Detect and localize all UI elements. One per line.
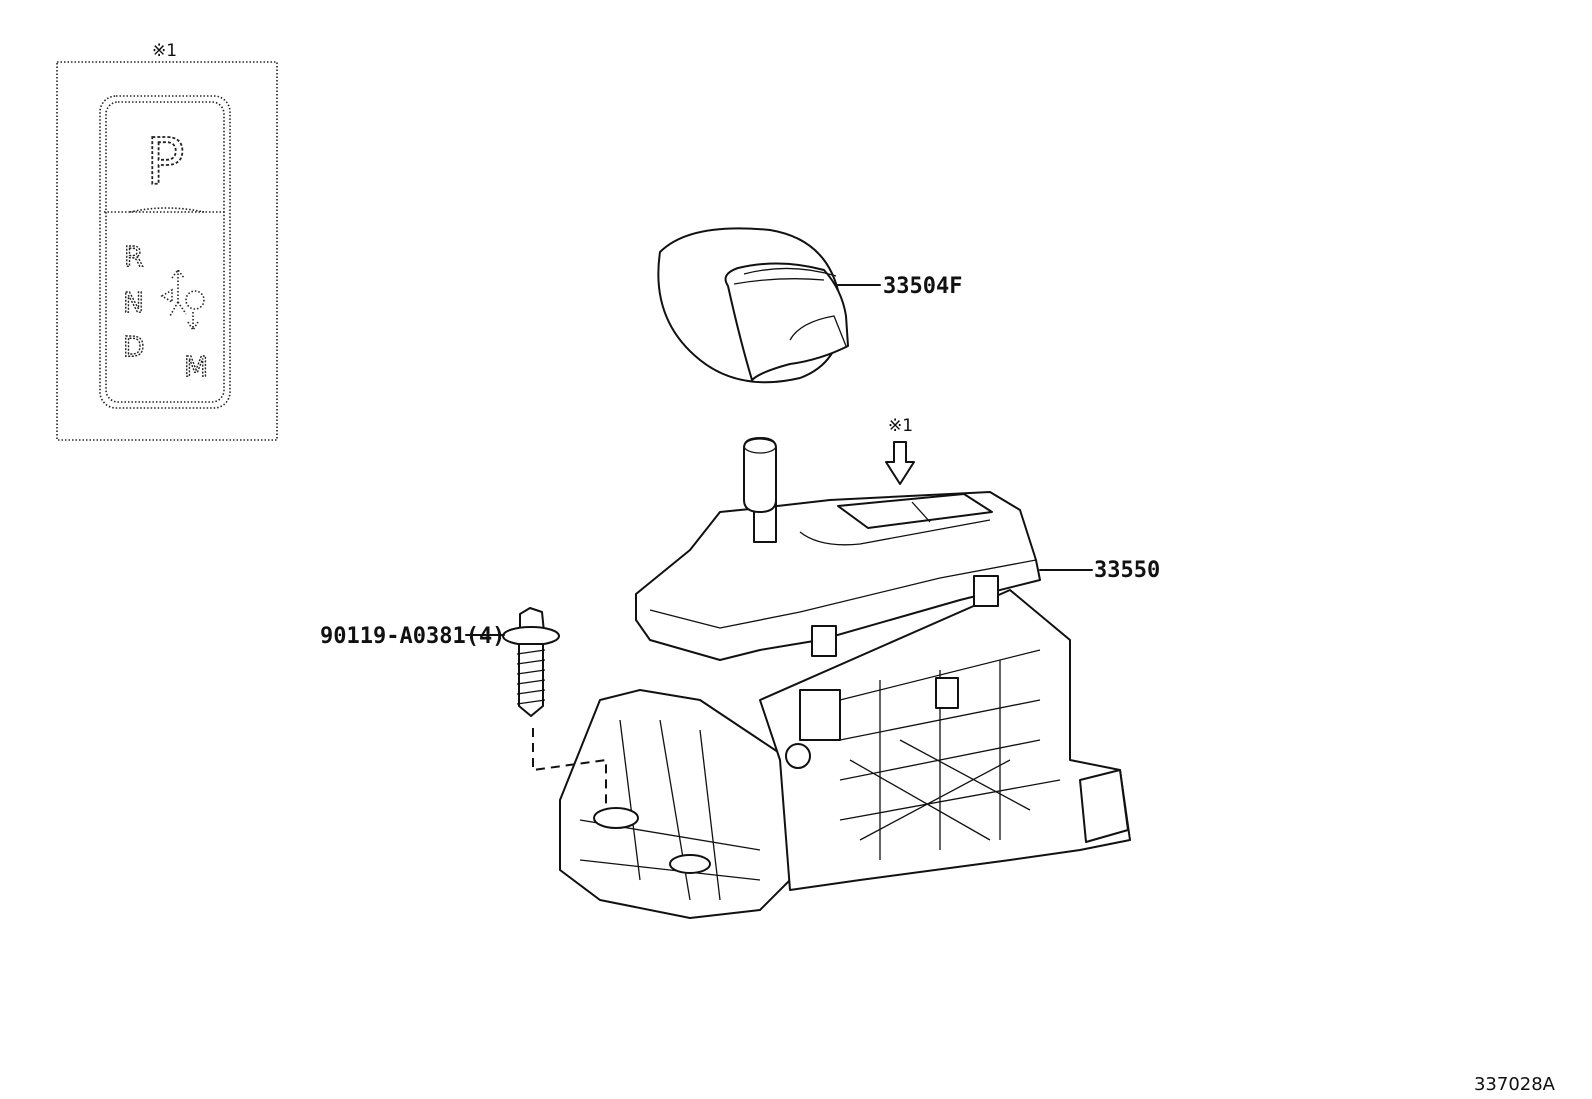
gate-label-p: P bbox=[146, 126, 185, 200]
inset-frame bbox=[56, 61, 278, 441]
figure-id: 337028A bbox=[1474, 1074, 1556, 1095]
gate-label-r: R bbox=[124, 240, 143, 273]
view-arrow-icon bbox=[885, 441, 915, 485]
shift-knob bbox=[657, 227, 849, 384]
gate-label-d: D bbox=[123, 330, 145, 363]
down-arrow-icon bbox=[187, 312, 199, 332]
inset-note-mark: ※1 bbox=[152, 41, 177, 61]
mount-hole-front bbox=[669, 854, 711, 874]
callout-bolt: 90119-A0381(4) bbox=[320, 624, 505, 649]
inset-panel: ※1 P R N D M bbox=[56, 41, 278, 441]
mount-hole-rear bbox=[593, 807, 639, 829]
gate-label-m: M bbox=[184, 350, 208, 383]
callout-assembly: 33550 bbox=[1094, 558, 1160, 583]
bolt bbox=[502, 607, 560, 717]
shift-arrow-icon bbox=[160, 268, 205, 332]
install-path-dashed bbox=[532, 728, 607, 810]
gate-label-n: N bbox=[123, 286, 144, 319]
callout-knob: 33504F bbox=[883, 274, 962, 299]
gate-plate bbox=[99, 95, 231, 409]
shift-lever-assembly bbox=[559, 437, 1131, 919]
arrow-note-mark: ※1 bbox=[888, 416, 913, 436]
